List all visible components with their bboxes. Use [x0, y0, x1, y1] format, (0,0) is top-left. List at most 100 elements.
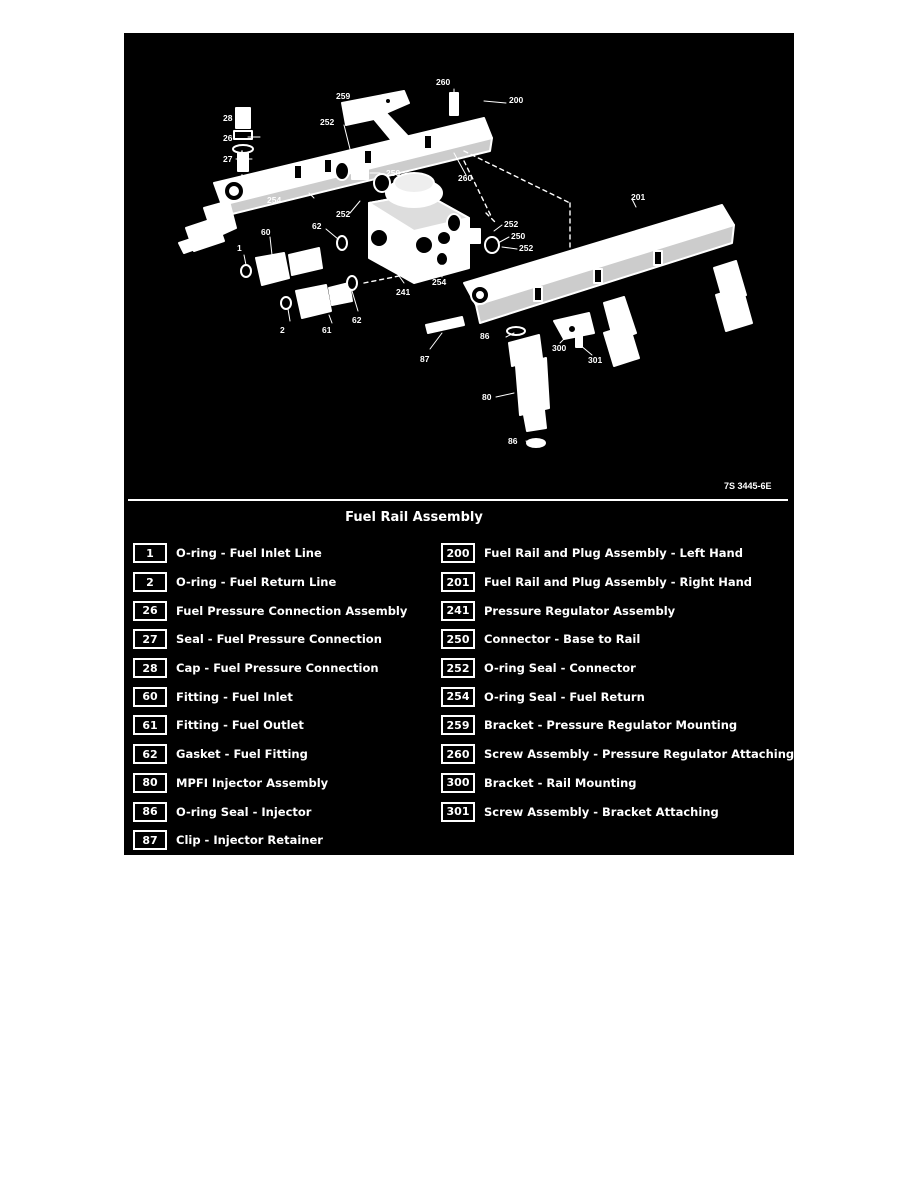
legend-label: O-ring Seal - Fuel Return — [484, 689, 645, 704]
callout-252-right-top: 252 — [504, 219, 518, 229]
legend-row: 301 Screw Assembly - Bracket Attaching — [441, 797, 794, 826]
legend-number: 301 — [441, 801, 475, 822]
legend-row: 26 Fuel Pressure Connection Assembly — [133, 596, 407, 625]
legend-number: 87 — [133, 830, 167, 851]
legend-row: 61 Fitting - Fuel Outlet — [133, 711, 407, 740]
legend-number: 252 — [441, 658, 475, 679]
legend-label: Clip - Injector Retainer — [176, 833, 323, 848]
callout-86-lower: 86 — [508, 436, 518, 446]
legend-number: 28 — [133, 658, 167, 679]
legend-number: 259 — [441, 715, 475, 736]
callout-labels: 28 26 27 259 260 200 252 250 260 254 252… — [223, 77, 772, 491]
legend-row: 201 Fuel Rail and Plug Assembly - Right H… — [441, 568, 794, 597]
legend-label: Gasket - Fuel Fitting — [176, 747, 308, 762]
legend-left-column: 1 O-ring - Fuel Inlet Line 2 O-ring - Fuel… — [133, 539, 407, 855]
legend-number: 86 — [133, 801, 167, 822]
legend-number: 200 — [441, 543, 475, 564]
callout-62-lower: 62 — [352, 315, 362, 325]
callout-200: 200 — [509, 95, 523, 105]
legend-number: 300 — [441, 772, 475, 793]
legend-row: 87 Clip - Injector Retainer — [133, 826, 407, 855]
fuel-outlet-fitting — [280, 275, 358, 319]
legend-label: Screw Assembly - Bracket Attaching — [484, 804, 719, 819]
leader-lines — [235, 88, 637, 444]
legend-row: 200 Fuel Rail and Plug Assembly - Left Ha… — [441, 539, 794, 568]
legend-row: 86 O-ring Seal - Injector — [133, 797, 407, 826]
legend-row: 254 O-ring Seal - Fuel Return — [441, 682, 794, 711]
callout-61: 61 — [322, 325, 332, 335]
lower-injector — [506, 326, 550, 448]
legend-number: 26 — [133, 600, 167, 621]
panel-divider — [128, 499, 788, 501]
regulator-bracket — [341, 90, 420, 156]
legend-label: Fitting - Fuel Inlet — [176, 689, 293, 704]
legend-row: 60 Fitting - Fuel Inlet — [133, 682, 407, 711]
legend-label: Screw Assembly - Pressure Regulator Atta… — [484, 747, 794, 762]
legend-row: 62 Gasket - Fuel Fitting — [133, 740, 407, 769]
legend-label: Fuel Pressure Connection Assembly — [176, 603, 408, 618]
callout-80: 80 — [482, 392, 492, 402]
legend-label: Bracket - Rail Mounting — [484, 775, 637, 790]
legend-row: 2 O-ring - Fuel Return Line — [133, 568, 407, 597]
legend-label: Fitting - Fuel Outlet — [176, 718, 304, 733]
legend-label: Fuel Rail and Plug Assembly - Right Hand — [484, 575, 753, 590]
legend-row: 252 O-ring Seal - Connector — [441, 654, 794, 683]
callout-259: 259 — [336, 91, 350, 101]
callout-28: 28 — [223, 113, 233, 123]
legend-label: Bracket - Pressure Regulator Mounting — [484, 718, 738, 733]
legend-number: 62 — [133, 744, 167, 765]
legend-number: 61 — [133, 715, 167, 736]
callout-1: 1 — [237, 243, 242, 253]
legend-label: O-ring - Fuel Return Line — [176, 575, 337, 590]
fuel-rail-figure-panel: 28 26 27 259 260 200 252 250 260 254 252… — [124, 33, 794, 855]
legend-row: 300 Bracket - Rail Mounting — [441, 769, 794, 798]
legend-row: 260 Screw Assembly - Pressure Regulator A… — [441, 740, 794, 769]
callout-252-middle: 252 — [336, 209, 350, 219]
legend-row: 1 O-ring - Fuel Inlet Line — [133, 539, 407, 568]
legend-number: 2 — [133, 572, 167, 593]
legend-label: Fuel Rail and Plug Assembly - Left Hand — [484, 546, 743, 561]
legend-label: O-ring - Fuel Inlet Line — [176, 546, 322, 561]
callout-27: 27 — [223, 154, 233, 164]
exploded-view-drawing: 28 26 27 259 260 200 252 250 260 254 252… — [178, 77, 772, 491]
legend-number: 254 — [441, 686, 475, 707]
callout-2: 2 — [280, 325, 285, 335]
callout-86-upper: 86 — [480, 331, 490, 341]
callout-250-lower: 250 — [511, 231, 525, 241]
legend-label: Cap - Fuel Pressure Connection — [176, 661, 379, 676]
legend-number: 1 — [133, 543, 167, 564]
legend-number: 250 — [441, 629, 475, 650]
figure-code: 7S 3445-6E — [724, 481, 772, 491]
callout-201: 201 — [631, 192, 645, 202]
callout-260-top: 260 — [436, 77, 450, 87]
legend-number: 201 — [441, 572, 475, 593]
legend-number: 260 — [441, 744, 475, 765]
legend-title: Fuel Rail Assembly — [345, 510, 483, 525]
legend-number: 80 — [133, 772, 167, 793]
legend-label: O-ring Seal - Injector — [176, 804, 312, 819]
legend-label: Seal - Fuel Pressure Connection — [176, 632, 382, 647]
right-rail-injectors — [603, 260, 753, 367]
callout-62-upper: 62 — [312, 221, 322, 231]
legend-label: Pressure Regulator Assembly — [484, 603, 676, 618]
fuel-inlet-fitting — [240, 235, 348, 286]
callout-252-right-bottom: 252 — [519, 243, 533, 253]
callout-254-lower: 254 — [432, 277, 446, 287]
callout-252-upper: 252 — [320, 117, 334, 127]
right-fuel-rail — [463, 204, 735, 324]
legend-number: 60 — [133, 686, 167, 707]
alignment-lines — [241, 150, 571, 284]
callout-87: 87 — [420, 354, 430, 364]
callout-301: 301 — [588, 355, 602, 365]
left-injector — [178, 200, 237, 254]
callout-300: 300 — [552, 343, 566, 353]
callout-60: 60 — [261, 227, 271, 237]
legend-label: O-ring Seal - Connector — [484, 661, 636, 676]
fuel-pressure-connection — [232, 107, 254, 172]
legend-right-column: 200 Fuel Rail and Plug Assembly - Left Ha… — [441, 539, 794, 826]
callout-254-upper: 254 — [267, 195, 281, 205]
